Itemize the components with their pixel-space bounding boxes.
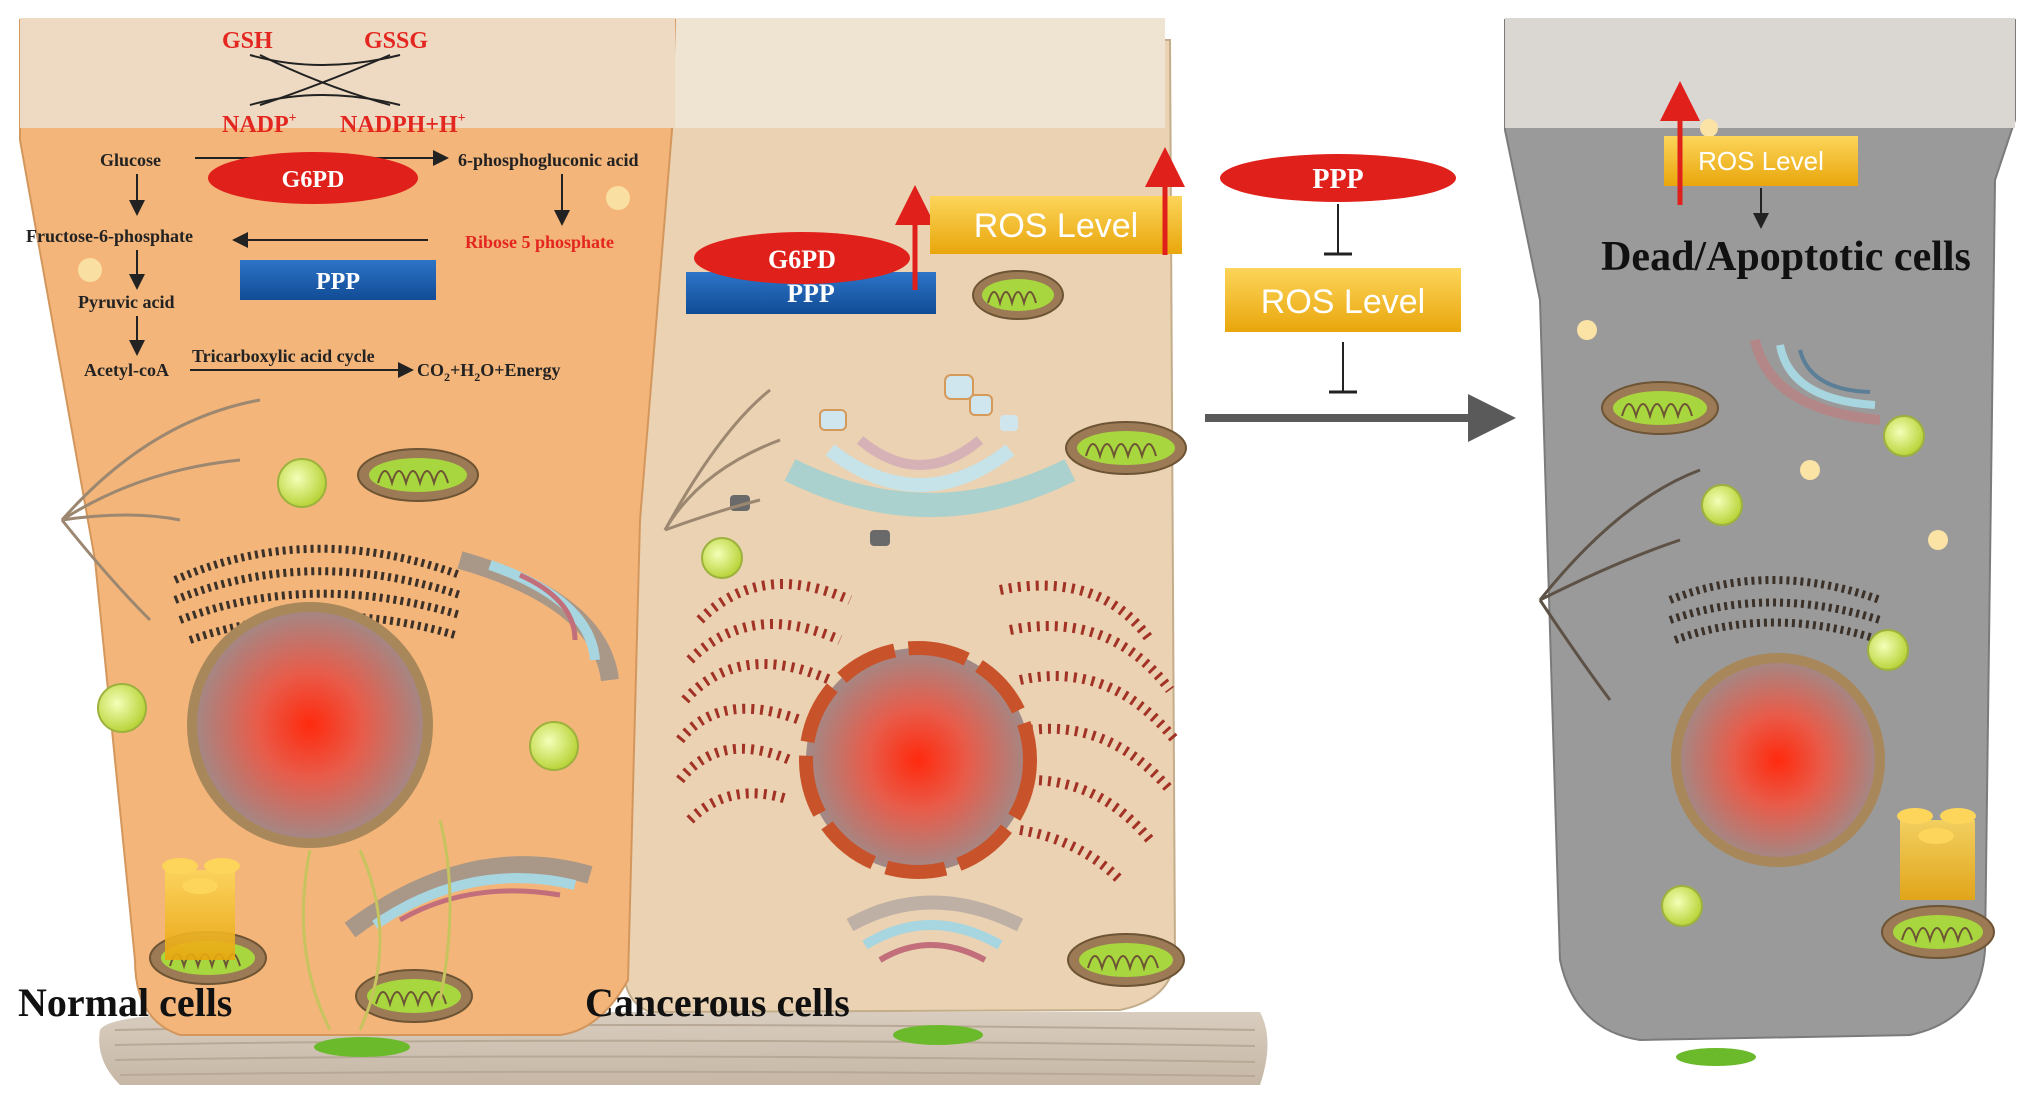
cancer-rough-er xyxy=(676,579,1179,884)
g6pd-enzyme-cancer xyxy=(694,232,910,284)
cancerous-cells-label: Cancerous cells xyxy=(585,980,850,1025)
ribose-label: Ribose 5 phosphate xyxy=(465,232,614,252)
dead-microvilli xyxy=(1505,18,2015,128)
ros-box-dead xyxy=(1664,136,1858,186)
normal-cells-label: Normal cells xyxy=(18,980,232,1025)
energy-sub-2: 2 xyxy=(474,370,480,384)
cancer-mitochondrion-3 xyxy=(1067,933,1185,987)
normal-fibers xyxy=(301,819,452,1031)
normal-cell-body xyxy=(19,19,677,1036)
gsh-label: GSH xyxy=(222,28,273,54)
nadph-sup: + xyxy=(458,111,466,126)
cancer-cell xyxy=(623,18,1187,1045)
dead-filaments xyxy=(1538,468,1701,701)
cancer-golgi-top xyxy=(784,374,1076,517)
fructose-label: Fructose-6-phosphate xyxy=(26,226,193,246)
phosphogluconic-label: 6-phosphogluconic acid xyxy=(458,150,639,170)
ros-label-dead: ROS Level xyxy=(1698,146,1824,176)
glutathione-cycle: GSH GSSG NADP+ NADPH+H+ xyxy=(222,28,466,138)
ppp-label-middle: PPP xyxy=(1312,164,1363,195)
dead-er xyxy=(1668,576,1882,644)
normal-adhesion xyxy=(314,1037,410,1057)
ros-box-cancer xyxy=(930,196,1182,254)
cancer-nucleus xyxy=(799,641,1037,879)
g6pd-enzyme-normal xyxy=(208,152,418,204)
cancer-adhesion xyxy=(893,1025,983,1045)
inhibition-chain: PPP ROS Level xyxy=(1205,154,1516,442)
energy-label: CO2+H2O+Energy xyxy=(417,360,561,384)
cancer-mitochondrion-1 xyxy=(972,270,1064,320)
dead-cell xyxy=(1504,18,2016,1066)
cancer-golgi-bottom xyxy=(846,895,1024,963)
glucose-label: Glucose xyxy=(100,150,161,170)
ros-label-middle: ROS Level xyxy=(1261,283,1425,321)
dead-nucleus xyxy=(1671,653,1885,867)
normal-mitochondrion-3 xyxy=(355,969,473,1023)
gssg-label: GSSG xyxy=(364,28,428,54)
nadp-label: NADP+ xyxy=(222,111,297,138)
dead-cell-body xyxy=(1504,19,2016,1042)
ppp-box-normal xyxy=(240,260,436,300)
tca-label: Tricarboxylic acid cycle xyxy=(192,346,375,366)
dead-golgi xyxy=(1750,338,1881,425)
ppp-label-normal: PPP xyxy=(316,269,360,295)
energy-co: CO xyxy=(417,360,444,380)
ros-box-middle xyxy=(1225,268,1461,332)
dead-labels: ROS Level Dead/Apoptotic cells xyxy=(1601,81,1971,280)
pyruvic-label: Pyruvic acid xyxy=(78,292,175,312)
dead-mitochondrion-1 xyxy=(1601,381,1719,435)
normal-mitochondrion-1 xyxy=(357,448,479,502)
normal-golgi-bottom xyxy=(344,856,593,938)
ppp-enzyme-middle xyxy=(1220,154,1456,202)
cancer-microvilli xyxy=(675,18,1165,128)
cancer-filaments xyxy=(663,388,781,532)
dead-mitochondrion-2 xyxy=(1881,905,1995,959)
normal-vesicles xyxy=(78,186,630,771)
g6pd-label-normal: G6PD xyxy=(282,167,345,193)
dead-microvillus-bundle xyxy=(1897,808,1976,900)
normal-golgi-right xyxy=(457,551,619,682)
dead-cells-label: Dead/Apoptotic cells xyxy=(1601,234,1971,280)
nadp-text: NADP xyxy=(222,112,289,138)
g6pd-label-cancer: G6PD xyxy=(768,245,836,274)
energy-sub-1: 2 xyxy=(444,370,450,384)
cycle-arc-bottom xyxy=(249,94,401,106)
normal-filaments xyxy=(60,398,261,622)
energy-h: +H xyxy=(450,360,474,380)
energy-o: O+Energy xyxy=(480,360,560,380)
metabolic-pathway: Glucose G6PD 6-phosphogluconic acid Ribo… xyxy=(26,150,639,384)
dead-adhesion xyxy=(1676,1048,1756,1066)
ros-label-cancer: ROS Level xyxy=(974,207,1138,245)
normal-nucleus xyxy=(187,602,433,848)
cancer-pathway-labels: PPP G6PD ROS Level xyxy=(686,147,1185,314)
nadp-sup: + xyxy=(289,111,297,126)
normal-microvillus-bundle xyxy=(162,858,240,960)
nadph-label: NADPH+H+ xyxy=(340,111,466,138)
acetyl-label: Acetyl-coA xyxy=(84,360,169,380)
normal-cell xyxy=(19,18,677,1057)
cancer-mitochondrion-2 xyxy=(1065,421,1187,475)
nadph-text: NADPH+H xyxy=(340,112,458,138)
cycle-cross xyxy=(259,54,391,106)
dead-vesicles xyxy=(1577,119,1948,927)
